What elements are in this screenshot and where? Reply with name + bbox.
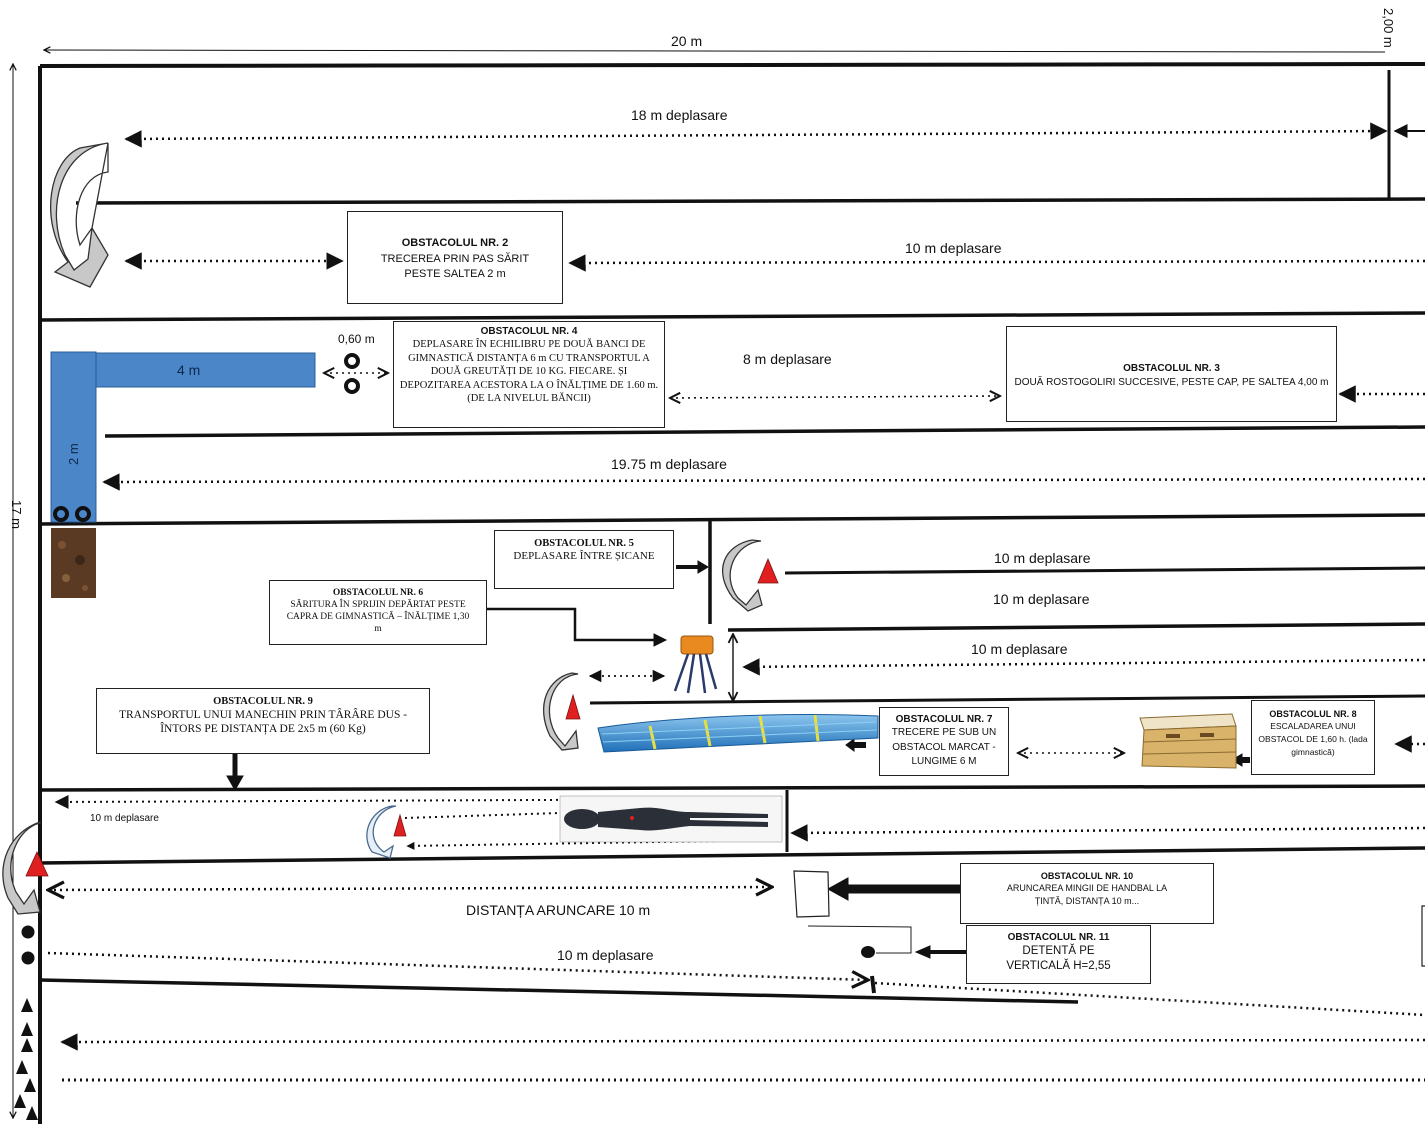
obstacle-7-title: OBSTACOLUL NR. 7 <box>895 714 993 725</box>
obstacle-10-box: OBSTACOLUL NR. 10 ARUNCAREA MINGII DE HA… <box>960 863 1214 924</box>
obstacle-6-box: OBSTACOLUL NR. 6 SĂRITURA ÎN SPRIJIN DEP… <box>269 580 487 645</box>
partial-box-right <box>1421 905 1425 967</box>
obstacle-11-desc: DETENTĂ PE VERTICALĂ H=2,55 <box>1006 945 1111 972</box>
bench-4m-label: 4 m <box>177 362 201 378</box>
distance-10m-small: 10 m deplasare <box>90 813 159 824</box>
bench-vertical <box>50 351 97 523</box>
distance-10m-b: 10 m deplasare <box>993 591 1090 607</box>
gym-benches <box>50 351 316 523</box>
gym-horse-icon <box>673 635 718 694</box>
distance-8m: 8 m deplasare <box>743 351 832 367</box>
height-dimension-label: 17 m <box>9 500 24 529</box>
obstacle-2-desc: TRECEREA PRIN PAS SĂRIT PESTE SALTEA 2 m <box>380 253 530 280</box>
distance-0-60m: 0,60 m <box>338 332 375 346</box>
obstacle-10-title: OBSTACOLUL NR. 10 <box>1040 871 1134 881</box>
obstacle-8-title: OBSTACOLUL NR. 8 <box>1269 709 1357 719</box>
obstacle-2-box: OBSTACOLUL NR. 2 TRECEREA PRIN PAS SĂRIT… <box>347 211 563 304</box>
distance-10m-c: 10 m deplasare <box>971 641 1068 657</box>
obstacle-6-title: OBSTACOLUL NR. 6 <box>332 588 424 598</box>
obstacle-3-box: OBSTACOLUL NR. 3 DOUĂ ROSTOGOLIRI SUCCES… <box>1006 326 1337 422</box>
distance-18m: 18 m deplasare <box>631 107 728 123</box>
obstacle-9-box: OBSTACOLUL NR. 9 TRANSPORTUL UNUI MANECH… <box>96 688 430 754</box>
dummy-icon <box>559 795 783 843</box>
obstacle-4-box: OBSTACOLUL NR. 4 DEPLASARE ÎN ECHILIBRU … <box>393 321 665 428</box>
u-turn-arrow-icon <box>2 142 763 915</box>
obstacle-11-title: OBSTACOLUL NR. 11 <box>1007 932 1110 943</box>
cone-icon <box>25 557 779 877</box>
vaulting-box-icon <box>1139 713 1237 769</box>
width-dimension-label: 20 m <box>671 33 703 49</box>
obstacle-11-box: OBSTACOLUL NR. 11 DETENTĂ PE VERTICALĂ H… <box>966 925 1151 984</box>
distance-10m-a: 10 m deplasare <box>994 550 1091 566</box>
target-board-icon <box>793 870 830 918</box>
obstacle-10-desc: ARUNCAREA MINGII DE HANDBAL LA ȚINTĂ, DI… <box>1006 883 1168 906</box>
obstacle-4-desc: DEPLASARE ÎN ECHILIBRU PE DOUĂ BANCI DE … <box>399 339 659 404</box>
obstacle-5-desc: DEPLASARE ÎNTRE ȘICANE <box>513 550 655 562</box>
obstacle-3-title: OBSTACOLUL NR. 3 <box>1123 363 1220 374</box>
obstacle-8-desc: ESCALADAREA UNUI OBSTACOL DE 1,60 h. (la… <box>1258 721 1368 757</box>
obstacle-4-title: OBSTACOLUL NR. 4 <box>480 326 578 337</box>
distance-10m-lane2: 10 m deplasare <box>905 240 1002 256</box>
distance-10m-bottom: 10 m deplasare <box>557 947 654 963</box>
throw-distance-label: DISTANȚA ARUNCARE 10 m <box>466 902 651 918</box>
obstacle-7-desc: TRECERE PE SUB UN OBSTACOL MARCAT - LUNG… <box>891 727 997 767</box>
bench-horizontal <box>95 352 316 388</box>
obstacle-6-desc: SĂRITURA ÎN SPRIJIN DEPĂRTAT PESTE CAPRA… <box>286 600 470 634</box>
obstacle-9-desc: TRANSPORTUL UNUI MANECHIN PRIN TÂRÂRE DU… <box>118 709 408 735</box>
obstacle-7-box: OBSTACOLUL NR. 7 TRECERE PE SUB UN OBSTA… <box>879 707 1009 776</box>
pointer-arrows <box>226 560 1250 994</box>
right-edge-dimension-label: 2,00 m <box>1381 8 1396 48</box>
bench-2m-label: 2 m <box>66 443 81 465</box>
dimension-lines <box>13 50 1386 1118</box>
movement-arrows <box>48 122 1425 1082</box>
dirt-pit <box>51 528 96 598</box>
obstacle-9-title: OBSTACOLUL NR. 9 <box>213 696 313 707</box>
triangle-marker-icon <box>14 998 38 1120</box>
ball-icon <box>21 925 912 965</box>
gym-mat-icon <box>597 714 879 753</box>
obstacle-2-title: OBSTACOLUL NR. 2 <box>401 237 509 249</box>
weight-icon <box>53 353 360 522</box>
obstacle-5-box: OBSTACOLUL NR. 5 DEPLASARE ÎNTRE ȘICANE <box>494 530 674 589</box>
distance-19-75m: 19.75 m deplasare <box>611 456 727 472</box>
obstacle-3-desc: DOUĂ ROSTOGOLIRI SUCCESIVE, PESTE CAP, P… <box>1014 377 1329 388</box>
obstacle-8-box: OBSTACOLUL NR. 8 ESCALADAREA UNUI OBSTAC… <box>1251 700 1375 775</box>
obstacle-5-title: OBSTACOLUL NR. 5 <box>534 538 634 549</box>
